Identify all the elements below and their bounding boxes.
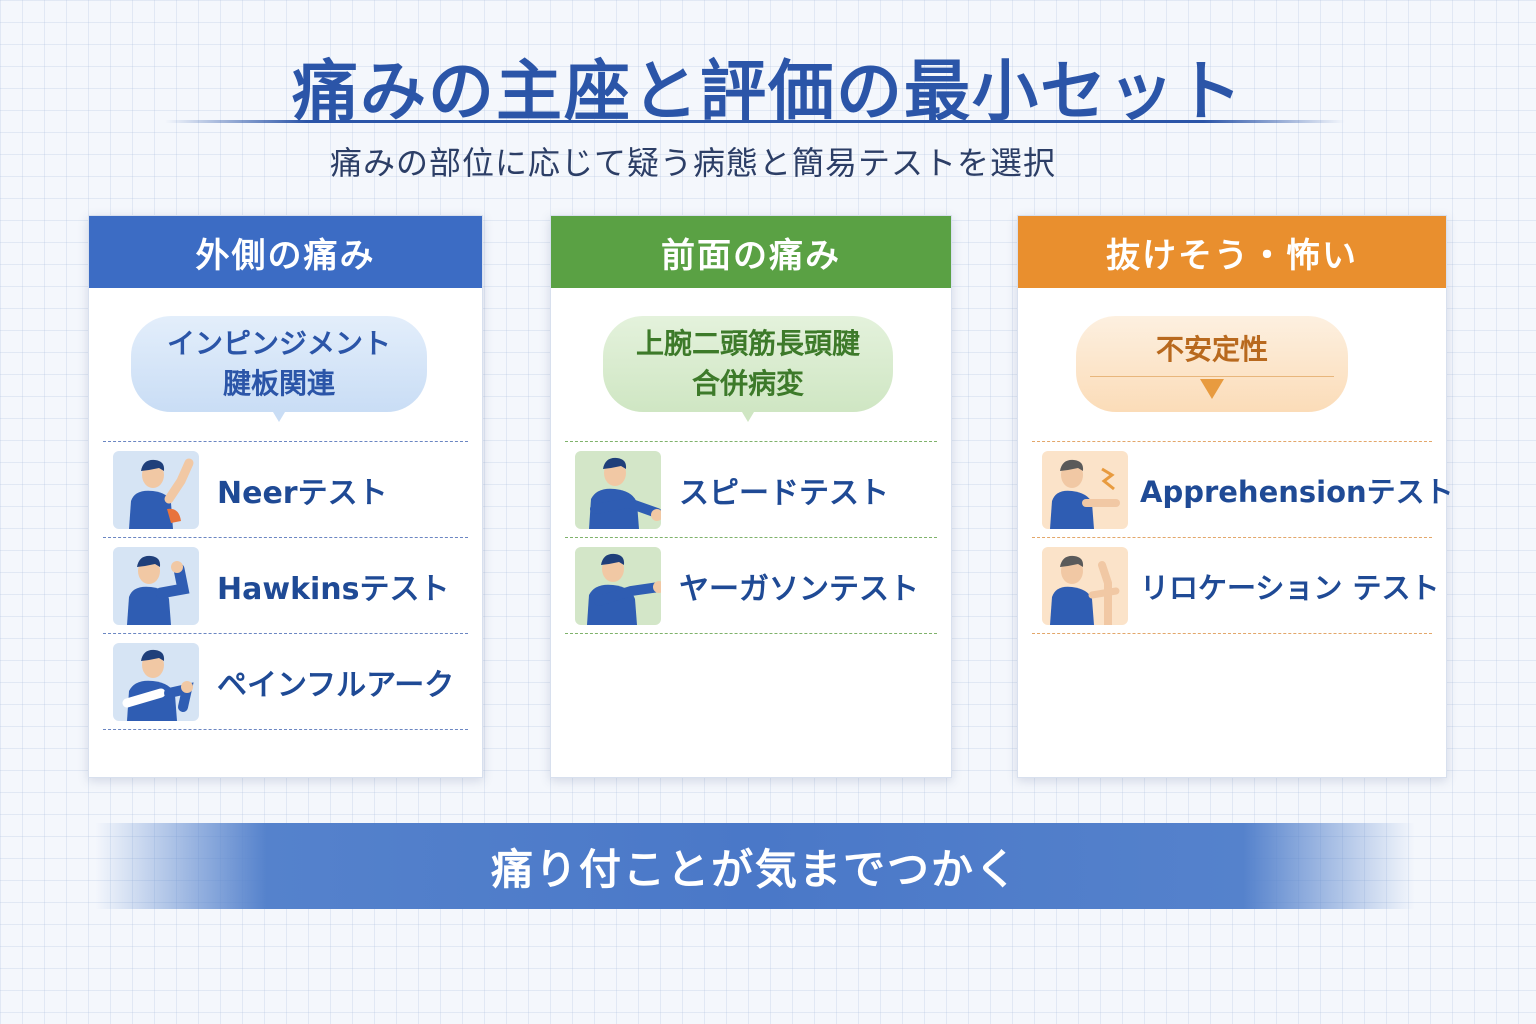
test-label: スピードテスト [679,475,889,511]
pathology-line: 上腕二頭筋長頭腱 [635,327,860,360]
pathology-line: 不安定性 [1155,333,1268,366]
page-title: 痛みの主座と評価の最小セット [292,53,1244,130]
summary-banner: 痛り付ことが気までつかく [95,823,1415,909]
test-item-painful-arc[interactable]: ペインフルアーク [103,634,468,729]
test-list: Apprehensionテスト リロケーション テスト [1032,441,1454,634]
pathology-line: 合併病変 [691,367,804,400]
pathology-line: 腱板関連 [222,367,335,400]
down-arrow-icon [1200,379,1224,399]
page-subtitle: 痛みの部位に応じて疑う病態と簡易テストを選択 [330,144,1057,182]
test-list: Neerテスト Hawkinsテスト [103,441,468,730]
arm-raise-icon [113,450,199,529]
card-anterior-pain: 前面の痛み 上腕二頭筋長頭腱 合併病変 スピードテスト [550,215,952,778]
test-item-apprehension[interactable]: Apprehensionテスト [1032,442,1454,537]
test-item-relocation[interactable]: リロケーション テスト [1032,538,1440,633]
apprehension-icon [1042,450,1128,529]
test-label: Neerテスト [217,475,388,511]
test-label: Apprehensionテスト [1140,474,1454,509]
pathology-bubble: インピンジメント 腱板関連 [131,316,427,422]
bubble-divider [1090,376,1334,377]
test-label: ペインフルアーク [217,667,455,703]
card-header: 外側の痛み [89,216,482,288]
test-label: ヤーガソンテスト [679,571,919,607]
forward-flexion-resist-icon [575,450,661,529]
arm-abduction-icon [113,642,199,721]
pathology-line: インピンジメント [166,327,391,360]
test-item-neer[interactable]: Neerテスト [103,442,468,537]
relocation-icon [1042,546,1128,625]
supination-resist-icon [575,546,661,625]
test-item-hawkins[interactable]: Hawkinsテスト [103,538,468,633]
card-header: 前面の痛み [551,216,951,288]
card-header: 抜けそう・怖い [1018,216,1446,288]
pathology-bubble: 不安定性 [1076,316,1348,412]
pathology-bubble: 上腕二頭筋長頭腱 合併病変 [603,316,893,422]
card-instability: 抜けそう・怖い 不安定性 Apprehensionテスト [1017,215,1454,778]
title-underline [165,120,1345,123]
test-label: リロケーション テスト [1140,570,1440,605]
card-lateral-pain: 外側の痛み インピンジメント 腱板関連 Neerテスト [88,215,483,778]
test-item-speed[interactable]: スピードテスト [565,442,937,537]
test-label: Hawkinsテスト [217,571,450,607]
arm-internal-rotation-icon [113,546,199,625]
test-list: スピードテスト ヤーガソンテスト [565,441,937,634]
test-item-yergason[interactable]: ヤーガソンテスト [565,538,937,633]
